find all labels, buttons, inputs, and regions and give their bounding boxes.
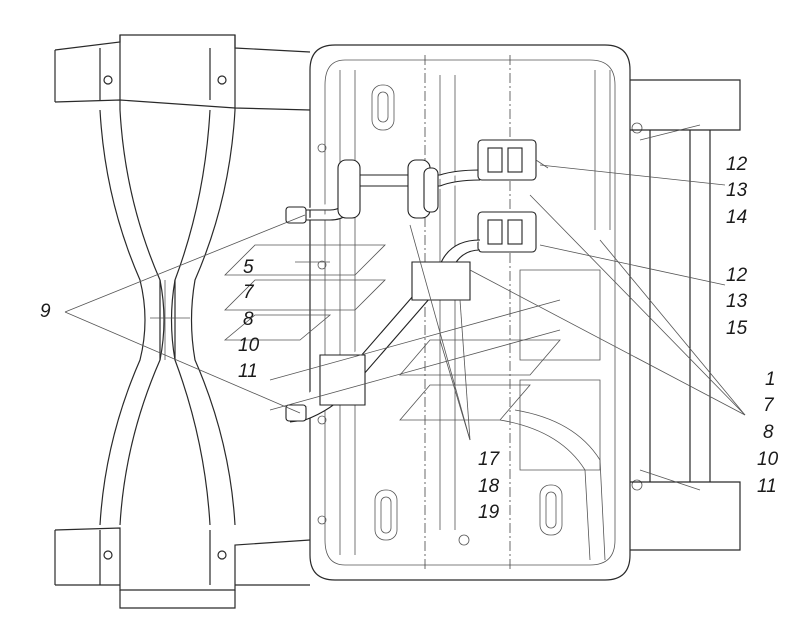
callout-g1-1: 5 <box>243 257 254 278</box>
leader-lines <box>64 164 746 441</box>
fuel-tank-panel <box>309 44 643 581</box>
valve-block-lower <box>477 211 537 253</box>
valve-block-upper <box>477 139 549 181</box>
callout-g1-5: 11 <box>238 361 258 382</box>
frame-left <box>54 34 311 609</box>
section-outlines <box>223 244 561 421</box>
callout-g4-4: 10 <box>757 449 779 470</box>
callout-g5-1: 17 <box>478 449 500 470</box>
callout-9: 9 <box>40 301 51 322</box>
hose-lower <box>285 239 481 423</box>
callout-g4-1: 1 <box>765 369 776 390</box>
callout-g3-3: 15 <box>726 318 748 339</box>
callout-g4-5: 11 <box>757 476 777 497</box>
x-crossmember <box>99 109 236 526</box>
callout-g3-1: 12 <box>726 265 748 286</box>
callout-g5-2: 18 <box>478 476 500 497</box>
callout-g1-4: 10 <box>238 335 260 356</box>
callout-g1-3: 8 <box>243 309 254 330</box>
callout-g4-3: 8 <box>763 422 774 443</box>
hose-upper <box>285 159 481 224</box>
callout-g2-3: 14 <box>726 207 748 228</box>
frame-right <box>630 79 741 551</box>
callout-g3-2: 13 <box>726 291 748 312</box>
callout-g1-2: 7 <box>243 282 254 303</box>
callout-g5-3: 19 <box>478 502 500 523</box>
callout-g4-2: 7 <box>763 395 774 416</box>
callout-g2-2: 13 <box>726 180 748 201</box>
callout-g2-1: 12 <box>726 154 748 175</box>
